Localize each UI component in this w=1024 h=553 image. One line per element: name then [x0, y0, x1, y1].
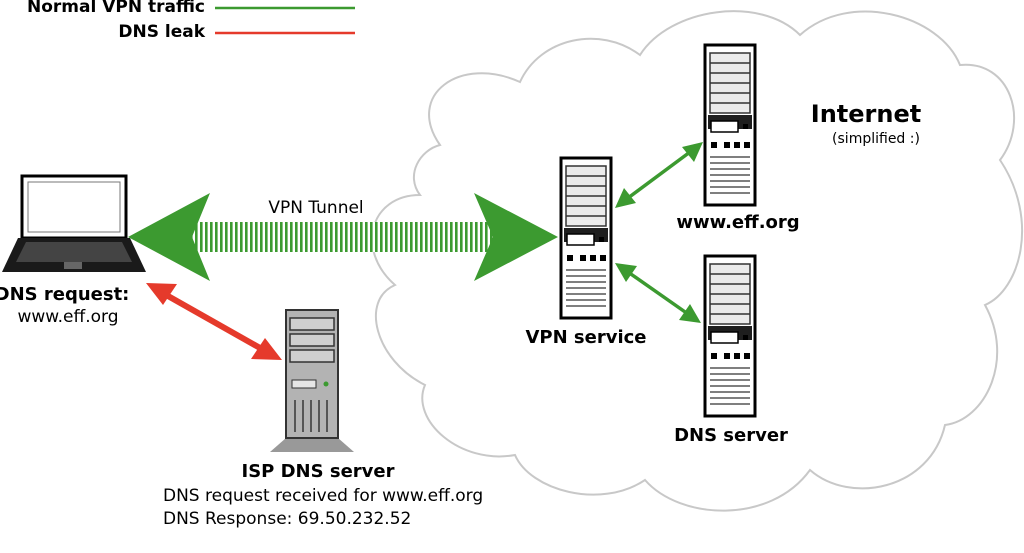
client-label-line1: DNS request: — [0, 284, 129, 305]
isp-line1: DNS request received for www.eff.org — [163, 486, 483, 506]
client-label-line2: www.eff.org — [17, 307, 118, 327]
laptop-icon — [2, 174, 146, 272]
internet-subtitle: (simplified :) — [832, 131, 920, 147]
dns-leak-arrow — [146, 283, 282, 360]
vpn-to-dns-arrow — [615, 263, 701, 323]
internet-title: Internet — [811, 100, 921, 128]
isp-title: ISP DNS server — [242, 461, 395, 482]
internet-cloud-icon — [371, 10, 1023, 512]
legend-normal-label: Normal VPN traffic — [27, 0, 205, 17]
tunnel-left-arrowhead — [128, 193, 210, 281]
dns-server-label: DNS server — [674, 425, 788, 446]
isp-line2: DNS Response: 69.50.232.52 — [163, 509, 411, 529]
vpn-tunnel — [128, 193, 558, 281]
eff-server-icon — [703, 43, 757, 207]
legend-leak-label: DNS leak — [118, 22, 205, 42]
vpn-to-eff-arrow — [615, 142, 703, 208]
eff-server-label: www.eff.org — [676, 212, 799, 233]
vpn-service-server-icon — [559, 156, 613, 320]
dns-server-icon — [703, 254, 757, 418]
tunnel-right-arrowhead — [474, 193, 558, 281]
tunnel-body — [190, 222, 495, 252]
vpn-service-label: VPN service — [525, 327, 646, 348]
isp-dns-server-icon — [270, 309, 354, 452]
tunnel-label: VPN Tunnel — [268, 198, 363, 218]
